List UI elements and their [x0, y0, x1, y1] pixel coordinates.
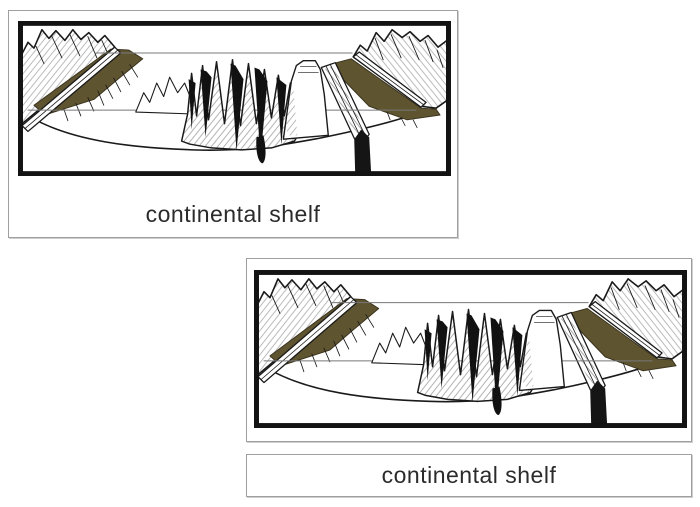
- label-card: continental shelf: [246, 454, 692, 497]
- control-card-label: continental shelf: [145, 201, 321, 227]
- label-card-text: continental shelf: [381, 462, 557, 488]
- picture-card: [246, 258, 692, 442]
- control-card-label-zone: continental shelf: [9, 176, 457, 237]
- control-card: continental shelf: [8, 10, 458, 238]
- continental-shelf-illustration: [254, 270, 687, 428]
- continental-shelf-illustration: [18, 21, 451, 176]
